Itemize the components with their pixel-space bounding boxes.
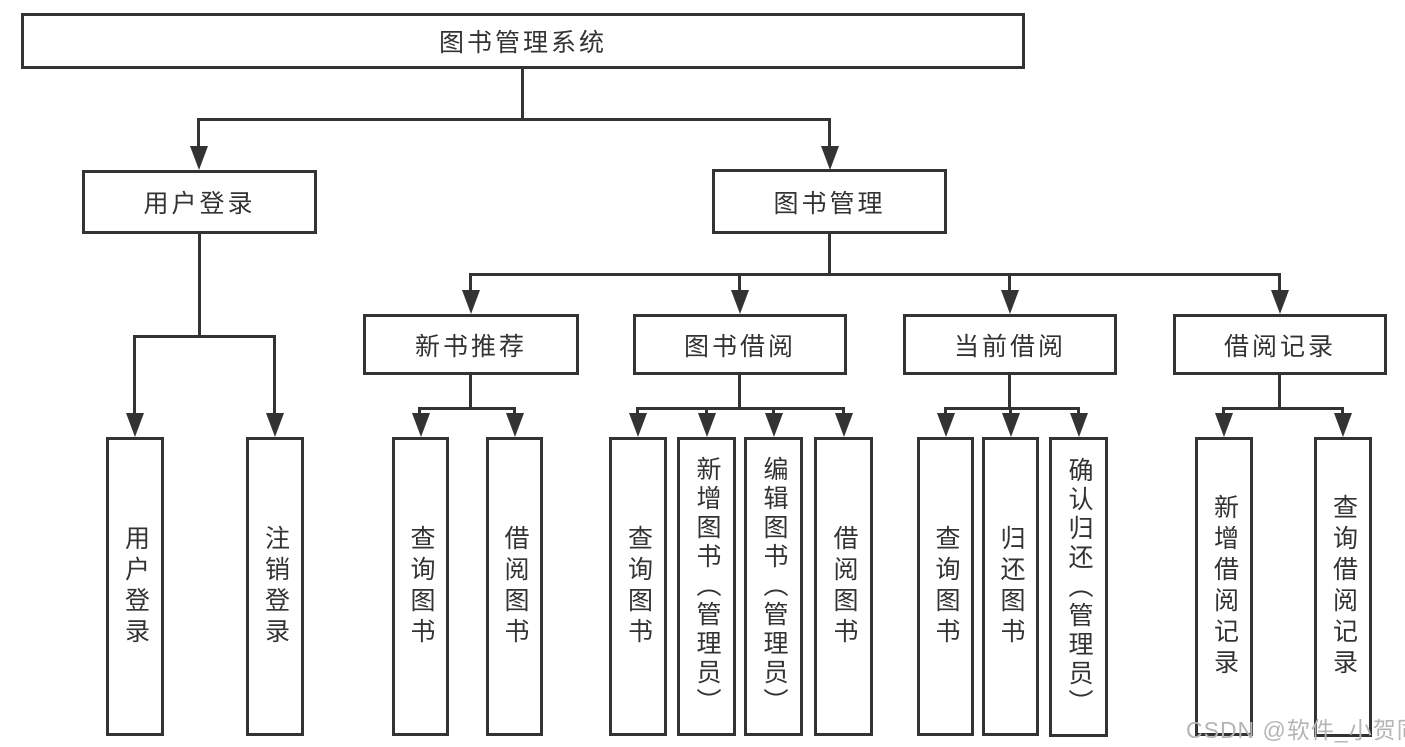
node-root: 图书管理系统 (21, 13, 1025, 69)
watermark: CSDN @软件_小贺同学 (1186, 717, 1405, 743)
arrowhead-down-icon (506, 413, 524, 437)
arrowhead-down-icon (126, 413, 144, 437)
connector-line (738, 273, 741, 293)
connector-line (828, 234, 831, 275)
leaf-add-books-admin: 新增图书（管理员） (677, 437, 736, 736)
connector-line (772, 407, 775, 417)
connector-line (944, 407, 1080, 410)
connector-line (469, 273, 1281, 276)
arrowhead-down-icon (731, 290, 749, 314)
connector-line (418, 407, 516, 410)
arrowhead-down-icon (412, 413, 430, 437)
leaf-query-books-2: 查询图书 (609, 437, 667, 736)
connector-line (469, 273, 472, 293)
connector-line (1222, 407, 1225, 417)
leaf-borrow-books-1: 借阅图书 (486, 437, 543, 736)
connector-line (1009, 407, 1012, 417)
connector-line (521, 69, 524, 121)
connector-line (133, 335, 136, 415)
connector-line (828, 118, 831, 148)
node-new-book-recommend: 新书推荐 (363, 314, 579, 375)
arrowhead-down-icon (1002, 413, 1020, 437)
arrowhead-down-icon (1334, 413, 1352, 437)
arrowhead-down-icon (1070, 413, 1088, 437)
connector-line (198, 234, 201, 337)
connector-line (418, 407, 421, 417)
leaf-confirm-return-admin: 确认归还（管理员） (1049, 437, 1108, 737)
connector-line (738, 375, 741, 409)
connector-line (705, 407, 708, 417)
leaf-add-borrow-record: 新增借阅记录 (1195, 437, 1253, 736)
leaf-borrow-books-2: 借阅图书 (814, 437, 873, 736)
connector-line (513, 407, 516, 417)
arrowhead-down-icon (1215, 413, 1233, 437)
leaf-edit-books-admin: 编辑图书（管理员） (744, 437, 803, 736)
connector-line (1341, 407, 1344, 417)
arrowhead-down-icon (1001, 290, 1019, 314)
arrowhead-down-icon (1271, 290, 1289, 314)
connector-line (1278, 273, 1281, 293)
connector-line (197, 118, 831, 121)
connector-line (636, 407, 845, 410)
connector-line (1008, 273, 1011, 293)
leaf-return-books: 归还图书 (982, 437, 1039, 736)
arrowhead-down-icon (698, 413, 716, 437)
connector-line (944, 407, 947, 417)
connector-line (197, 118, 200, 148)
arrowhead-down-icon (765, 413, 783, 437)
leaf-logout: 注销登录 (246, 437, 304, 736)
connector-line (273, 335, 276, 415)
connector-line (133, 335, 276, 338)
node-user-login: 用户登录 (82, 170, 317, 234)
connector-line (469, 375, 472, 409)
node-borrow-records: 借阅记录 (1173, 314, 1387, 375)
arrowhead-down-icon (937, 413, 955, 437)
connector-line (636, 407, 639, 417)
connector-line (1077, 407, 1080, 417)
node-current-borrow: 当前借阅 (903, 314, 1117, 375)
connector-line (1222, 407, 1344, 410)
leaf-query-books-3: 查询图书 (917, 437, 974, 736)
arrowhead-down-icon (821, 146, 839, 170)
node-book-management: 图书管理 (712, 169, 947, 234)
arrowhead-down-icon (462, 290, 480, 314)
arrowhead-down-icon (266, 413, 284, 437)
leaf-query-books-1: 查询图书 (392, 437, 449, 736)
node-book-borrow: 图书借阅 (633, 314, 847, 375)
connector-line (842, 407, 845, 417)
arrowhead-down-icon (835, 413, 853, 437)
connector-line (1008, 375, 1011, 409)
arrowhead-down-icon (629, 413, 647, 437)
connector-line (1278, 375, 1281, 409)
leaf-query-borrow-record: 查询借阅记录 (1314, 437, 1372, 737)
leaf-user-login: 用户登录 (106, 437, 164, 736)
arrowhead-down-icon (190, 146, 208, 170)
